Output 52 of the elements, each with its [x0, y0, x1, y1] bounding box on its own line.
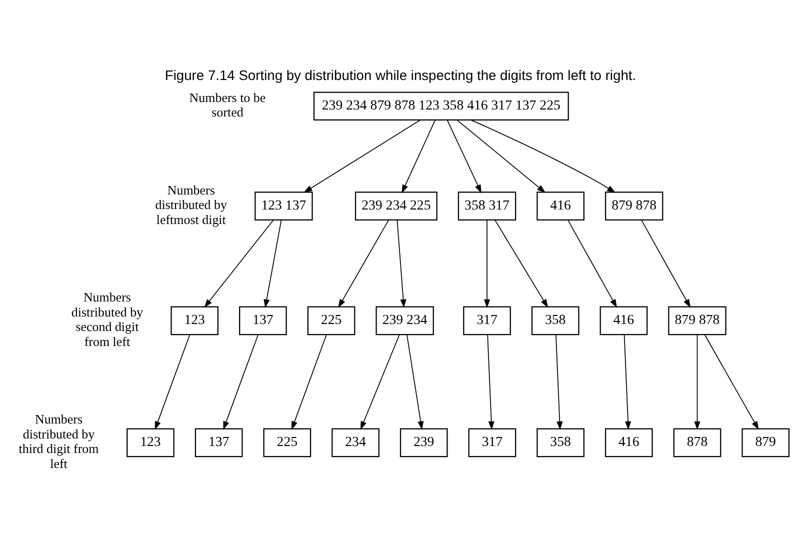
node-box: 416 [604, 428, 653, 457]
node-box: 137 [239, 306, 287, 335]
node-box: 358 317 [458, 191, 516, 220]
node-box: 416 [536, 191, 584, 220]
node-box: 225 [307, 306, 356, 335]
node-box: 239 234 879 878 123 358 416 317 137 225 [313, 91, 569, 120]
node-box: 416 [600, 306, 648, 335]
node-box: 358 [531, 306, 580, 335]
arrow [568, 219, 618, 308]
node-box: 239 234 225 [354, 191, 438, 220]
arrow [154, 334, 190, 430]
arrow [470, 119, 616, 192]
arrow [624, 334, 632, 430]
arrow [704, 334, 759, 430]
node-box: 225 [263, 428, 312, 457]
node-box: 123 [126, 428, 174, 457]
arrow [694, 334, 700, 430]
arrow [304, 119, 421, 192]
diagram-title: Figure 7.14 Sorting by distribution while inspecting the digits from left to right. [164, 66, 636, 82]
label: Numbers distributed by second digit from left [71, 289, 144, 348]
node-box: 317 [463, 306, 511, 335]
arrow [396, 219, 406, 308]
arrow [556, 334, 563, 430]
label: Numbers distributed by third digit from left [18, 411, 99, 470]
arrow [402, 119, 436, 193]
arrow [292, 334, 327, 430]
arrow [487, 334, 494, 430]
label: Numbers distributed by leftmost digit [155, 182, 227, 226]
node-box: 879 878 [604, 191, 664, 220]
arrow [446, 119, 482, 193]
arrow [456, 119, 546, 192]
node-box: 879 878 [668, 306, 726, 335]
node-box: 879 [742, 428, 790, 457]
arrow [338, 219, 390, 308]
node-box: 358 [536, 428, 584, 457]
label: Numbers to be sorted [189, 89, 266, 120]
node-box: 239 234 [376, 306, 434, 335]
node-box: 123 [170, 306, 219, 335]
arrow [641, 219, 691, 308]
arrow [223, 334, 259, 430]
node-box: 317 [468, 428, 516, 457]
arrow [264, 219, 282, 308]
node-box: 878 [673, 428, 722, 457]
node-box: 137 [194, 428, 243, 457]
node-box: 123 137 [254, 191, 313, 220]
arrow [360, 334, 400, 430]
node-box: 239 [400, 428, 448, 457]
node-box: 234 [332, 428, 380, 457]
arrow [406, 334, 424, 430]
arrow [204, 219, 274, 308]
arrow [494, 219, 548, 308]
arrow [484, 219, 490, 308]
